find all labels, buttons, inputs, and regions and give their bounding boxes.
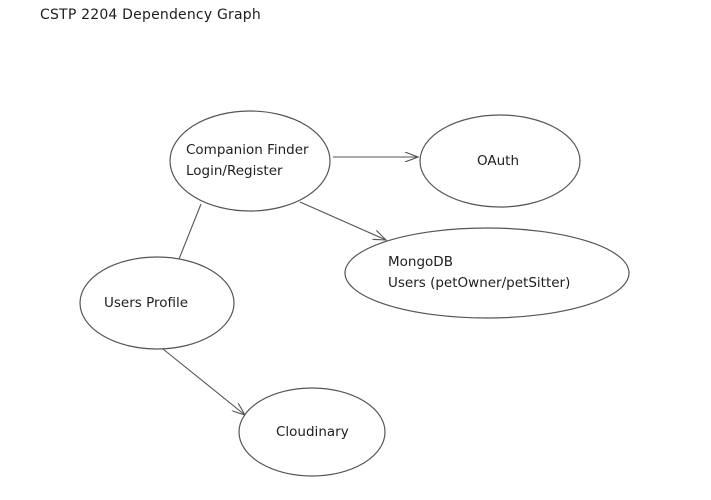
cloudinary-label-line1: Cloudinary	[276, 424, 349, 440]
diagram-title: CSTP 2204 Dependency Graph	[40, 7, 261, 23]
oauth-label-line1: OAuth	[477, 153, 520, 169]
node-oauth[interactable]	[419, 114, 581, 208]
login-register-label: Companion Finder Login/Register	[186, 140, 309, 182]
login-label-line1: Companion Finder	[186, 142, 309, 158]
edge-login-to-mongodb	[299, 201, 386, 240]
users-profile-label: Users Profile	[104, 293, 188, 314]
node-login-register[interactable]	[169, 110, 331, 212]
node-cloudinary[interactable]	[238, 387, 386, 477]
edge-login-to-profile	[178, 203, 202, 260]
cloudinary-label: Cloudinary	[276, 422, 349, 443]
edge-profile-to-cloudinary	[162, 348, 245, 415]
mongodb-label-line2: Users (petOwner/petSitter)	[388, 275, 571, 291]
profile-label-line1: Users Profile	[104, 295, 189, 311]
mongodb-label-line1: MongoDB	[388, 254, 453, 270]
node-mongodb[interactable]	[344, 227, 630, 319]
mongodb-label: MongoDB Users (petOwner/petSitter)	[388, 252, 570, 294]
node-users-profile[interactable]	[79, 256, 235, 350]
login-label-line2: Login/Register	[186, 163, 283, 179]
oauth-label: OAuth	[477, 151, 519, 172]
